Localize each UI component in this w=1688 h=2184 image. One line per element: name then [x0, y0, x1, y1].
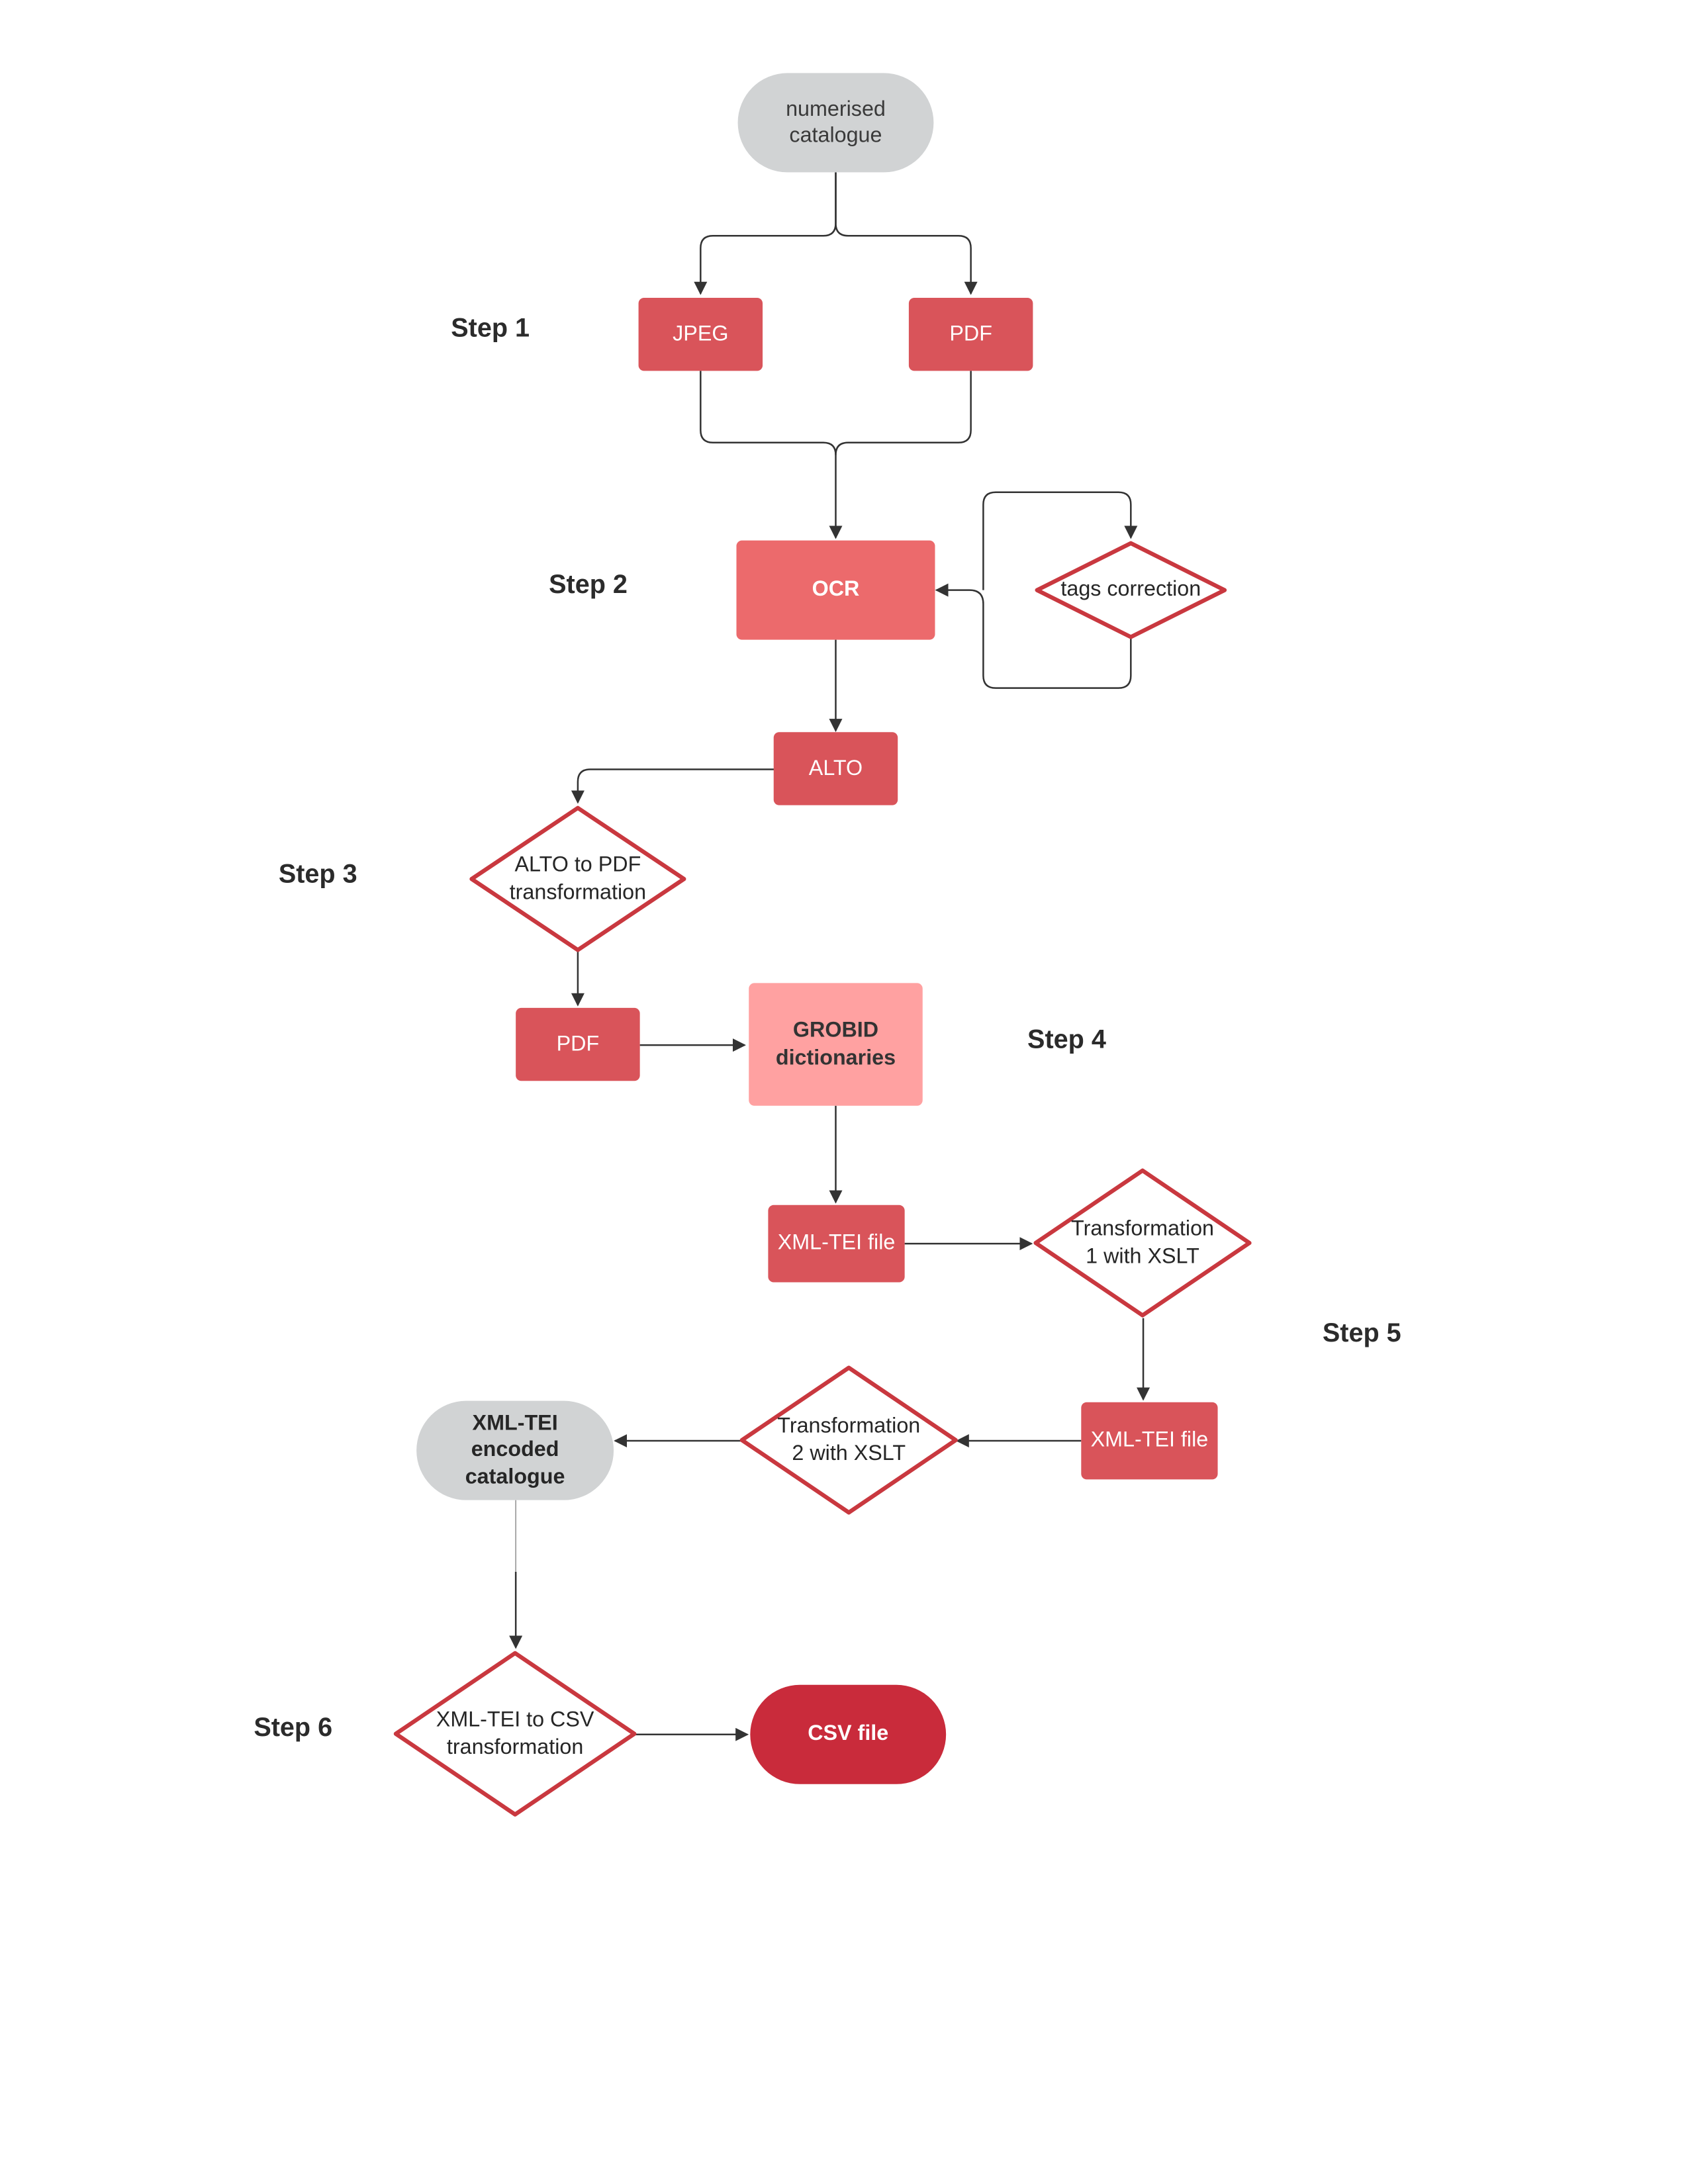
- step-6-label: Step 6: [254, 1713, 333, 1743]
- xml-tei-to-csv-label: XML-TEI to CSV transformation: [436, 1708, 594, 1759]
- edge-tags-correction-to-ocr: [935, 583, 1132, 689]
- transformation-1-label: Transformation 1 with XSLT: [1071, 1217, 1214, 1268]
- tags-correction-label: tags correction: [1060, 578, 1201, 602]
- xml-tei-to-csv-node[interactable]: XML-TEI to CSV transformation: [393, 1651, 637, 1817]
- grobid-label: GROBID dictionaries: [775, 1019, 896, 1069]
- edge-catalogue-to-pdf: [835, 172, 978, 295]
- step-1-label: Step 1: [451, 314, 530, 343]
- tags-correction-diamond-shape: [1035, 541, 1227, 639]
- step-2-label: Step 2: [549, 570, 628, 600]
- xml-tei-to-csv-diamond-shape: [393, 1651, 637, 1817]
- transformation-1-diamond-shape: [1033, 1168, 1252, 1318]
- pdf-output-node[interactable]: PDF: [516, 1007, 640, 1081]
- ocr-node[interactable]: OCR: [736, 540, 935, 640]
- edge-pdf-to-ocr: [829, 371, 972, 539]
- grobid-node[interactable]: GROBID dictionaries: [749, 983, 923, 1106]
- jpeg-node[interactable]: JPEG: [638, 297, 763, 371]
- xml-tei-file-2-node[interactable]: XML-TEI file: [1081, 1402, 1218, 1480]
- alto-node[interactable]: ALTO: [773, 732, 898, 805]
- alto-to-pdf-node[interactable]: ALTO to PDF transformation: [469, 805, 686, 953]
- pdf-input-label: PDF: [949, 322, 992, 346]
- xml-tei-file-2-label: XML-TEI file: [1090, 1428, 1209, 1453]
- pdf-input-node[interactable]: PDF: [908, 297, 1033, 371]
- csv-file-label: CSV file: [808, 1722, 889, 1746]
- xml-tei-encoded-catalogue-label: XML-TEI encoded catalogue: [465, 1411, 565, 1489]
- numerised-catalogue-node[interactable]: numerised catalogue: [737, 73, 934, 173]
- xml-tei-file-1-node[interactable]: XML-TEI file: [768, 1205, 905, 1283]
- pdf-output-label: PDF: [556, 1032, 600, 1056]
- xml-tei-encoded-catalogue-node[interactable]: XML-TEI encoded catalogue: [416, 1400, 614, 1500]
- csv-file-node[interactable]: CSV file: [750, 1684, 947, 1784]
- edge-catalogue-to-jpeg: [694, 172, 837, 295]
- edge-alto-to-transformation: [571, 768, 775, 804]
- transformation-1-node[interactable]: Transformation 1 with XSLT: [1033, 1168, 1252, 1318]
- transformation-2-label: Transformation 2 with XSLT: [777, 1414, 921, 1465]
- alto-to-pdf-diamond-shape: [469, 805, 686, 952]
- alto-label: ALTO: [808, 756, 863, 780]
- ocr-label: OCR: [812, 578, 860, 602]
- step-3-label: Step 3: [278, 860, 357, 889]
- edge-ocr-to-tags-correction: [982, 491, 1138, 590]
- numerised-catalogue-label: numerised catalogue: [786, 97, 886, 148]
- transformation-2-node[interactable]: Transformation 2 with XSLT: [739, 1365, 959, 1515]
- step-5-label: Step 5: [1322, 1319, 1401, 1349]
- jpeg-label: JPEG: [673, 322, 729, 346]
- tags-correction-node[interactable]: tags correction: [1034, 541, 1227, 640]
- xml-tei-file-1-label: XML-TEI file: [777, 1231, 896, 1255]
- step-4-label: Step 4: [1027, 1025, 1106, 1055]
- alto-to-pdf-label: ALTO to PDF transformation: [509, 853, 647, 904]
- transformation-2-diamond-shape: [739, 1365, 958, 1515]
- edge-jpeg-to-ocr: [700, 371, 837, 455]
